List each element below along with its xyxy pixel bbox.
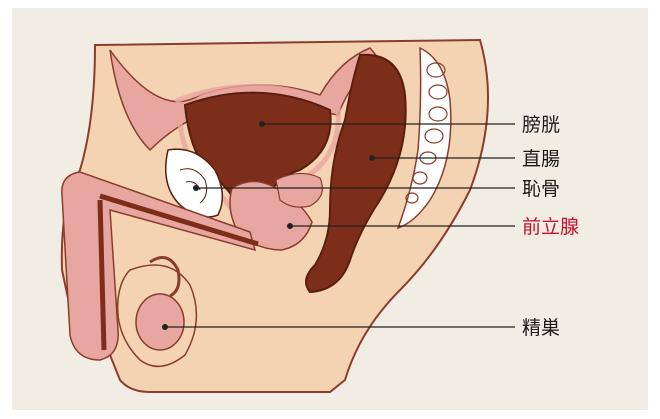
label-testis: 精巣 [522, 317, 560, 339]
seminal-vesicle [276, 173, 322, 207]
label-bladder: 膀胱 [522, 114, 560, 136]
label-rectum: 直腸 [522, 148, 560, 170]
label-prostate: 前立腺 [522, 216, 579, 238]
label-pubic-bone: 恥骨 [522, 178, 560, 200]
testis-organ [136, 294, 184, 350]
